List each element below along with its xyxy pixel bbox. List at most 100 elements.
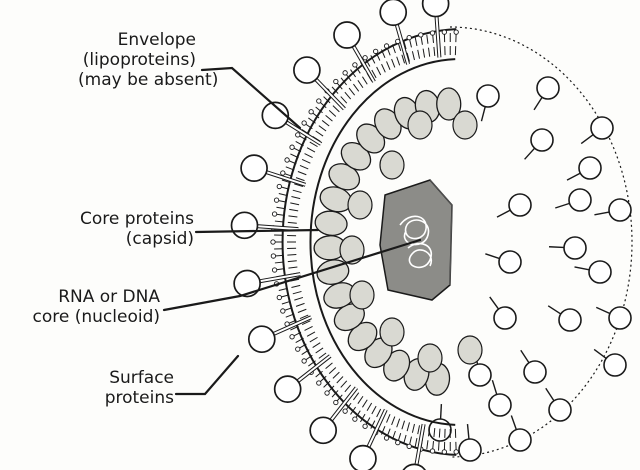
core-polyhedron bbox=[380, 180, 452, 300]
spike-knob bbox=[423, 0, 449, 17]
lipid-tail-inner bbox=[362, 77, 367, 85]
capsomere bbox=[453, 111, 477, 139]
label-envelope-line3: (may be absent) bbox=[78, 70, 196, 90]
outer-surface-proteins bbox=[429, 27, 632, 461]
spike-stalk-inner bbox=[368, 410, 386, 448]
lipid-tail-inner bbox=[310, 337, 318, 342]
lipid-tail-inner bbox=[333, 106, 339, 112]
lipid-tail-inner bbox=[367, 403, 372, 411]
lipid-tail-outer bbox=[427, 35, 428, 44]
lipid-tail-outer bbox=[415, 37, 417, 46]
lipid-head bbox=[302, 121, 306, 125]
lipid-head bbox=[281, 309, 285, 313]
surface-protein-leader bbox=[176, 356, 238, 394]
lipid-tail-inner bbox=[307, 148, 315, 152]
lipid-tail-inner bbox=[288, 261, 297, 262]
lipid-tail-inner bbox=[291, 197, 300, 199]
spike-knob bbox=[275, 376, 301, 402]
surface-protein-knob bbox=[494, 307, 516, 329]
capsid-leader bbox=[196, 230, 318, 232]
lipid-tail-inner bbox=[300, 165, 308, 169]
surface-protein-knob bbox=[579, 157, 601, 179]
capsomere bbox=[314, 209, 349, 237]
label-envelope-line2: (lipoproteins) bbox=[78, 50, 196, 70]
label-envelope: Envelope (lipoproteins) (may be absent) bbox=[78, 30, 196, 90]
capsomere bbox=[380, 318, 404, 346]
surface-protein-knob bbox=[489, 394, 511, 416]
lipid-tail-inner bbox=[341, 97, 347, 104]
surface-protein-knob bbox=[537, 77, 559, 99]
lipid-tail-inner bbox=[293, 291, 302, 293]
lipid-head bbox=[343, 409, 347, 413]
lipid-tail-inner bbox=[418, 425, 420, 434]
surface-protein-knob bbox=[591, 117, 613, 139]
surface-protein-knob bbox=[499, 251, 521, 273]
lipid-tail-inner bbox=[291, 285, 300, 287]
lipid-head bbox=[281, 171, 285, 175]
lipid-tail-outer bbox=[415, 438, 417, 447]
lipid-tail-inner bbox=[362, 400, 367, 408]
lipid-tail-outer bbox=[404, 435, 406, 444]
lipid-tail-inner bbox=[345, 385, 351, 392]
lipid-head bbox=[277, 295, 281, 299]
lipid-head bbox=[373, 49, 377, 53]
spike-knob bbox=[234, 271, 260, 297]
lipid-tail-inner bbox=[305, 154, 313, 158]
lipid-tail-inner bbox=[387, 414, 391, 422]
lipid-tail-inner bbox=[358, 80, 363, 87]
lipid-head bbox=[442, 450, 446, 454]
lipid-tail-inner bbox=[316, 131, 323, 136]
lipid-head bbox=[363, 424, 367, 428]
lipid-tail-inner bbox=[377, 67, 381, 75]
lipid-tail-inner bbox=[377, 409, 381, 417]
lipid-head bbox=[419, 33, 423, 37]
lipid-tail-inner bbox=[293, 190, 302, 192]
surface-protein-knob bbox=[509, 194, 531, 216]
label-nucleoid-line2: core (nucleoid) bbox=[20, 307, 160, 327]
surface-protein-knob bbox=[469, 364, 491, 386]
lipid-tail-inner bbox=[337, 377, 343, 383]
lipid-head bbox=[384, 436, 388, 440]
lipid-head bbox=[353, 63, 357, 67]
surface-protein-knob bbox=[509, 429, 531, 451]
lipid-tail-inner bbox=[298, 171, 306, 174]
lipid-head bbox=[396, 440, 400, 444]
lipid-tail-inner bbox=[319, 126, 326, 131]
lipid-tail-inner bbox=[423, 49, 424, 58]
lipid-head bbox=[343, 71, 347, 75]
label-capsid-line1: Core proteins bbox=[44, 209, 194, 229]
lipid-tail-inner bbox=[288, 216, 297, 217]
spike-knob bbox=[249, 326, 275, 352]
lipid-tail-inner bbox=[290, 203, 299, 205]
lipid-head bbox=[325, 391, 329, 395]
lipid-tail-inner bbox=[296, 303, 305, 306]
lipid-tail-inner bbox=[372, 406, 376, 414]
spike-knob bbox=[334, 22, 360, 48]
lipid-tail-inner bbox=[341, 381, 347, 388]
lipid-tail-outer bbox=[438, 442, 439, 451]
surface-protein-knob bbox=[524, 361, 546, 383]
lipid-tail-inner bbox=[298, 309, 306, 312]
capsomere bbox=[408, 111, 432, 139]
capsomere bbox=[418, 344, 442, 372]
lipid-head bbox=[302, 359, 306, 363]
lipid-head bbox=[290, 145, 294, 149]
surface-protein-knob bbox=[604, 354, 626, 376]
lipid-head bbox=[430, 449, 434, 453]
lipid-tail-inner bbox=[397, 419, 400, 428]
lipid-tail-inner bbox=[294, 297, 303, 300]
lipid-tail-inner bbox=[428, 48, 429, 57]
label-surface-line2: proteins bbox=[90, 388, 174, 408]
lipid-tail-inner bbox=[333, 372, 339, 378]
lipid-tail-inner bbox=[397, 57, 400, 66]
capsomere bbox=[348, 191, 372, 219]
surface-protein-knob bbox=[477, 85, 499, 107]
spike-knob bbox=[241, 155, 267, 181]
lipid-tail-inner bbox=[326, 115, 333, 121]
lipid-tail-inner bbox=[288, 267, 297, 268]
lipid-tail-inner bbox=[313, 343, 321, 348]
spike-knob bbox=[232, 212, 258, 238]
nucleoid-core bbox=[380, 180, 452, 300]
lipid-head bbox=[363, 56, 367, 60]
